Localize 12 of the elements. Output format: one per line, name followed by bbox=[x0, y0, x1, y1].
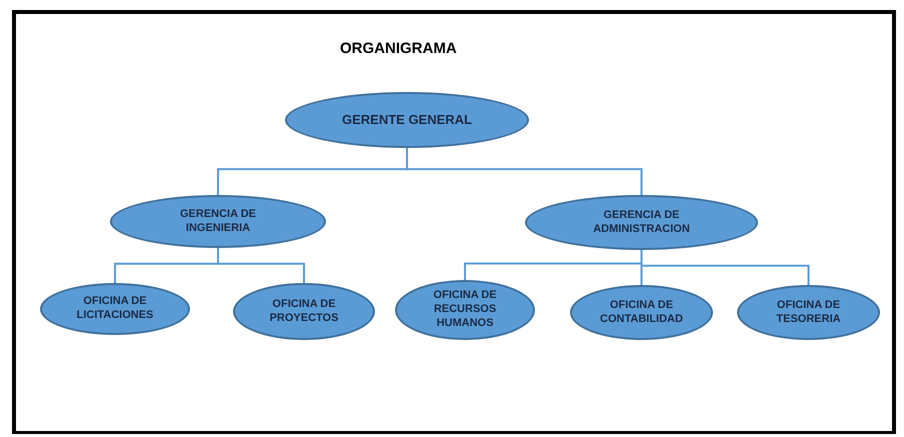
node-label: OFICINA DE LICITACIONES bbox=[76, 295, 154, 323]
node-label: GERENCIA DE ADMINISTRACION bbox=[592, 208, 691, 236]
node-label: GERENCIA DE INGENIERIA bbox=[179, 208, 257, 236]
node-label: OFICINA DE RECURSOS HUMANOS bbox=[432, 289, 498, 331]
connector-line bbox=[217, 248, 305, 283]
diagram-title: ORGANIGRAMA bbox=[340, 39, 457, 59]
node-label: GERENTE GENERAL bbox=[342, 112, 472, 128]
connector-line bbox=[640, 250, 810, 285]
connector-line bbox=[406, 148, 642, 195]
node-label: OFICINA DE PROYECTOS bbox=[268, 298, 340, 326]
node-label: OFICINA DE CONTABILIDAD bbox=[599, 298, 684, 326]
node-label: OFICINA DE TESORERIA bbox=[775, 298, 842, 326]
